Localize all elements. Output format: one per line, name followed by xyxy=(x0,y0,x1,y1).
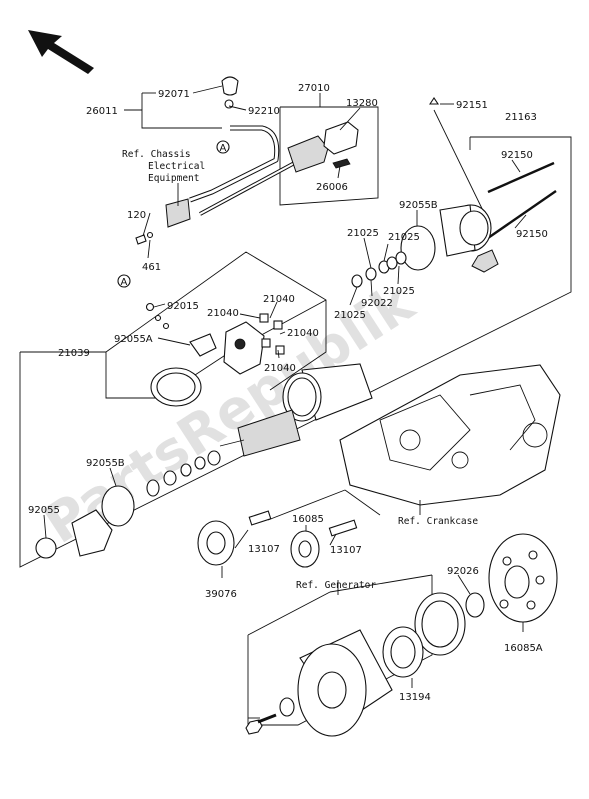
part-label: 27010 xyxy=(298,83,330,94)
part-label: 21039 xyxy=(58,348,90,359)
ref-generator: Ref. Generator xyxy=(296,580,376,591)
part-label: 461 xyxy=(142,262,161,273)
part-label: 92055B xyxy=(86,458,125,469)
part-label: 21040 xyxy=(207,308,239,319)
svg-text:Electrical: Electrical xyxy=(148,161,205,172)
callout-marker-a-top: A xyxy=(216,140,230,154)
shim-washers xyxy=(351,251,407,288)
part-label: 13280 xyxy=(346,98,378,109)
crankcase xyxy=(339,364,561,506)
part-label: 39076 xyxy=(205,589,237,600)
part-label: 92026 xyxy=(447,566,479,577)
part-label: 21040 xyxy=(287,328,319,339)
part-label: 92071 xyxy=(158,89,190,100)
part-label: 13194 xyxy=(399,692,431,703)
ref-crankcase: Ref. Crankcase xyxy=(398,516,478,527)
part-label: 92151 xyxy=(456,100,488,111)
part-label: 92022 xyxy=(361,298,393,309)
part-label: 21025 xyxy=(388,232,420,243)
starter-cable xyxy=(135,76,359,245)
part-label: 92055B xyxy=(399,200,438,211)
part-label: 92055A xyxy=(114,334,153,345)
part-label: 21025 xyxy=(383,286,415,297)
part-label: 13107 xyxy=(248,544,280,555)
part-label: 92150 xyxy=(501,150,533,161)
part-label: 21040 xyxy=(263,294,295,305)
part-label: 21040 xyxy=(264,363,296,374)
starter-clutch xyxy=(382,533,558,678)
part-label: 92150 xyxy=(516,229,548,240)
svg-text:Ref. Chassis: Ref. Chassis xyxy=(122,149,191,160)
part-label: 21025 xyxy=(334,310,366,321)
direction-arrow-icon xyxy=(28,30,94,74)
part-label: 92015 xyxy=(167,301,199,312)
part-number-labels: 26011 92071 92210 27010 13280 26006 120 … xyxy=(28,83,548,703)
part-label: 21025 xyxy=(347,228,379,239)
brush-holder xyxy=(145,302,285,407)
svg-text:A: A xyxy=(220,143,227,154)
svg-text:A: A xyxy=(121,277,128,288)
ref-chassis-electrical: Ref. Chassis Electrical Equipment xyxy=(122,149,205,184)
svg-text:Equipment: Equipment xyxy=(148,173,199,184)
leader-lines xyxy=(43,85,527,719)
part-label: 26006 xyxy=(316,182,348,193)
part-label: 21163 xyxy=(505,112,537,123)
part-label: 13107 xyxy=(330,545,362,556)
rear-housing xyxy=(400,97,557,273)
part-label: 92210 xyxy=(248,106,280,117)
part-label: 16085A xyxy=(504,643,543,654)
part-label: 16085 xyxy=(292,514,324,525)
assembly-frames xyxy=(19,106,572,726)
part-label: 92055 xyxy=(28,505,60,516)
generator-rotor xyxy=(245,629,393,737)
part-label: 26011 xyxy=(86,106,118,117)
part-label: 120 xyxy=(127,210,146,221)
idle-gears xyxy=(197,510,358,568)
motor-yoke-and-armature xyxy=(35,363,373,559)
callout-marker-a-left: A xyxy=(117,274,131,288)
